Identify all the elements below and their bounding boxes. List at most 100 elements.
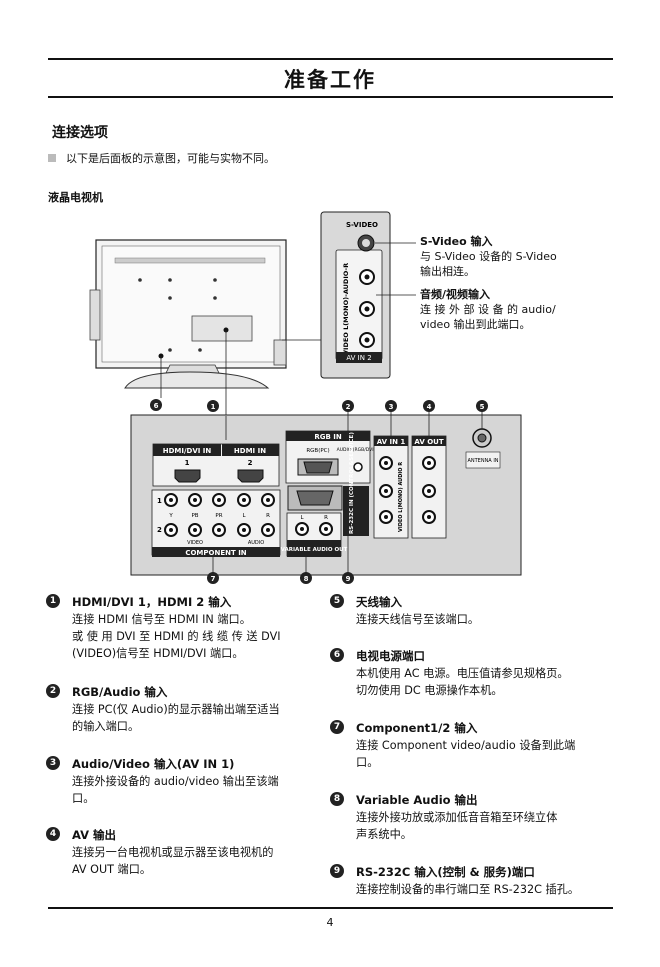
marker-8: 8 bbox=[304, 575, 309, 583]
marker-8-badge bbox=[300, 572, 312, 584]
desc-3-line: 口。 bbox=[72, 792, 95, 805]
comp-r-label: R bbox=[266, 513, 270, 519]
callout-av-line: 连 接 外 部 设 备 的 audio/ bbox=[420, 303, 556, 316]
title-rule bbox=[48, 96, 613, 98]
subsection-heading: 液晶电视机 bbox=[48, 191, 103, 204]
desc-7: 7 Component1/2 输入 连接 Component video/aud… bbox=[330, 720, 610, 771]
marker-4: 4 bbox=[427, 403, 432, 411]
desc-8-head: Variable Audio 输出 bbox=[356, 793, 478, 807]
var-r-label: R bbox=[324, 515, 328, 521]
rs232-label: RS-232C IN (CONTROL&SERVICE) bbox=[349, 432, 355, 534]
desc-1-head: HDMI/DVI 1，HDMI 2 输入 bbox=[72, 595, 232, 609]
callout-svideo: S-Video 输入 与 S-Video 设备的 S-Video 输出相连。 bbox=[420, 234, 600, 279]
desc-9-head: RS-232C 输入(控制 & 服务)端口 bbox=[356, 865, 535, 879]
desc-2-line: 的输入端口。 bbox=[72, 720, 140, 733]
desc-4-line: 连接另一台电视机或显示器至该电视机的 bbox=[72, 846, 274, 859]
comp-pr-label: PR bbox=[215, 513, 222, 519]
desc-6: 6 电视电源端口 本机使用 AC 电源。电压值请参见规格页。 切勿使用 DC 电… bbox=[330, 648, 610, 699]
marker-2: 2 bbox=[346, 403, 351, 411]
hdmi1-port[interactable] bbox=[174, 469, 201, 483]
audio-rgb-label: AUDIO (RGB/DVI) bbox=[337, 447, 376, 453]
desc-4-line: AV OUT 端口。 bbox=[72, 863, 152, 876]
main-panel: HDMI/DVI IN HDMI IN 1 2 RGB IN RGB(PC) A… bbox=[130, 412, 522, 576]
marker-3: 3 bbox=[389, 403, 394, 411]
tv-back-illustration bbox=[89, 239, 322, 416]
desc-9: 9 RS-232C 输入(控制 & 服务)端口 连接控制设备的串行端口至 RS-… bbox=[330, 864, 610, 898]
rear-panel-diagram: S-VIDEO VIDEO L(MONO)-AUDIO-R AV IN 2 HD… bbox=[89, 211, 522, 584]
desc-7-line: 口。 bbox=[356, 756, 379, 769]
desc-1-number: 1 bbox=[46, 594, 60, 608]
av-in1-label: AV IN 1 bbox=[377, 438, 406, 446]
comp-video-label: VIDEO bbox=[187, 540, 203, 546]
component-row2-label: 2 bbox=[157, 526, 162, 534]
desc-9-line: 连接控制设备的串行端口至 RS-232C 插孔。 bbox=[356, 883, 580, 896]
av2-vertical-label: VIDEO L(MONO)-AUDIO-R bbox=[342, 263, 350, 355]
desc-5-line: 连接天线信号至该端口。 bbox=[356, 613, 480, 626]
rgb-in-label: RGB IN bbox=[314, 433, 342, 441]
callout-av-title: 音频/视频输入 bbox=[420, 288, 491, 301]
desc-3: 3 Audio/Video 输入(AV IN 1) 连接外接设备的 audio/… bbox=[46, 756, 322, 807]
desc-2: 2 RGB/Audio 输入 连接 PC(仅 Audio)的显示器输出端至适当 … bbox=[46, 684, 322, 735]
bottom-rule bbox=[48, 907, 613, 909]
svideo-label: S-VIDEO bbox=[346, 221, 378, 229]
desc-8-number: 8 bbox=[330, 792, 344, 806]
av1-side-label: VIDEO L(MONO) AUDIO R bbox=[398, 462, 404, 532]
desc-3-head: Audio/Video 输入(AV IN 1) bbox=[72, 757, 235, 771]
component-row1-label: 1 bbox=[157, 497, 162, 505]
page-title: 准备工作 bbox=[284, 68, 376, 92]
marker-7-badge bbox=[207, 572, 219, 584]
desc-3-number: 3 bbox=[46, 756, 60, 770]
hdmi2-port[interactable] bbox=[237, 469, 264, 483]
desc-5-number: 5 bbox=[330, 594, 344, 608]
marker-7: 7 bbox=[211, 575, 216, 583]
antenna-label: ANTENNA IN bbox=[467, 458, 498, 464]
component-in-label: COMPONENT IN bbox=[185, 549, 246, 557]
desc-1: 1 HDMI/DVI 1，HDMI 2 输入 连接 HDMI 信号至 HDMI … bbox=[46, 594, 322, 662]
callout-svideo-title: S-Video 输入 bbox=[420, 235, 493, 248]
marker-9: 9 bbox=[346, 575, 351, 583]
desc-4-number: 4 bbox=[46, 827, 60, 841]
av-in2-label: AV IN 2 bbox=[346, 354, 371, 362]
desc-6-line: 切勿使用 DC 电源操作本机。 bbox=[356, 684, 503, 697]
desc-8: 8 Variable Audio 输出 连接外接功放或添加低音音箱至环绕立体 声… bbox=[330, 792, 610, 843]
top-rule bbox=[48, 58, 613, 60]
desc-3-line: 连接外接设备的 audio/video 输出至该端 bbox=[72, 775, 279, 788]
callout-av: 音频/视频输入 连 接 外 部 设 备 的 audio/ video 输出到此端… bbox=[420, 287, 600, 332]
hdmi2-label: HDMI IN bbox=[234, 447, 266, 455]
marker-6: 6 bbox=[154, 402, 159, 410]
desc-2-line: 连接 PC(仅 Audio)的显示器输出端至适当 bbox=[72, 703, 280, 716]
marker-5: 5 bbox=[480, 403, 485, 411]
desc-6-line: 本机使用 AC 电源。电压值请参见规格页。 bbox=[356, 667, 569, 680]
desc-2-number: 2 bbox=[46, 684, 60, 698]
hdmi2-number: 2 bbox=[248, 459, 253, 467]
rgb-pc-port[interactable] bbox=[303, 461, 333, 474]
desc-2-head: RGB/Audio 输入 bbox=[72, 685, 168, 699]
av-out-label: AV OUT bbox=[414, 438, 443, 446]
side-panel: S-VIDEO VIDEO L(MONO)-AUDIO-R AV IN 2 bbox=[320, 211, 416, 379]
var-audio-label: VARIABLE AUDIO OUT bbox=[281, 547, 348, 553]
comp-audio-label: AUDIO bbox=[248, 540, 264, 546]
marker-1: 1 bbox=[211, 403, 216, 411]
comp-l-label: L bbox=[242, 513, 246, 519]
rgb-pc-label: RGB(PC) bbox=[306, 448, 329, 454]
desc-7-head: Component1/2 输入 bbox=[356, 721, 478, 735]
marker-4-badge bbox=[423, 400, 435, 412]
desc-5-head: 天线输入 bbox=[356, 595, 402, 609]
comp-pb-label: PB bbox=[191, 513, 198, 519]
desc-8-line: 连接外接功放或添加低音音箱至环绕立体 bbox=[356, 811, 558, 824]
desc-4: 4 AV 输出 连接另一台电视机或显示器至该电视机的 AV OUT 端口。 bbox=[46, 827, 322, 878]
marker-1-badge bbox=[207, 400, 219, 412]
rs232-port[interactable] bbox=[296, 490, 334, 506]
marker-9-badge bbox=[342, 572, 354, 584]
desc-8-line: 声系统中。 bbox=[356, 828, 412, 841]
audio-rgb-jack[interactable] bbox=[353, 462, 363, 472]
callout-svideo-line: 与 S-Video 设备的 S-Video bbox=[420, 250, 557, 263]
marker-3-badge bbox=[385, 400, 397, 412]
callout-svideo-line: 输出相连。 bbox=[420, 265, 475, 278]
marker-6-badge bbox=[150, 399, 162, 411]
marker-5-badge bbox=[476, 400, 488, 412]
desc-6-number: 6 bbox=[330, 648, 344, 662]
hdmi1-number: 1 bbox=[185, 459, 190, 467]
desc-7-number: 7 bbox=[330, 720, 344, 734]
var-l-label: L bbox=[300, 515, 304, 521]
